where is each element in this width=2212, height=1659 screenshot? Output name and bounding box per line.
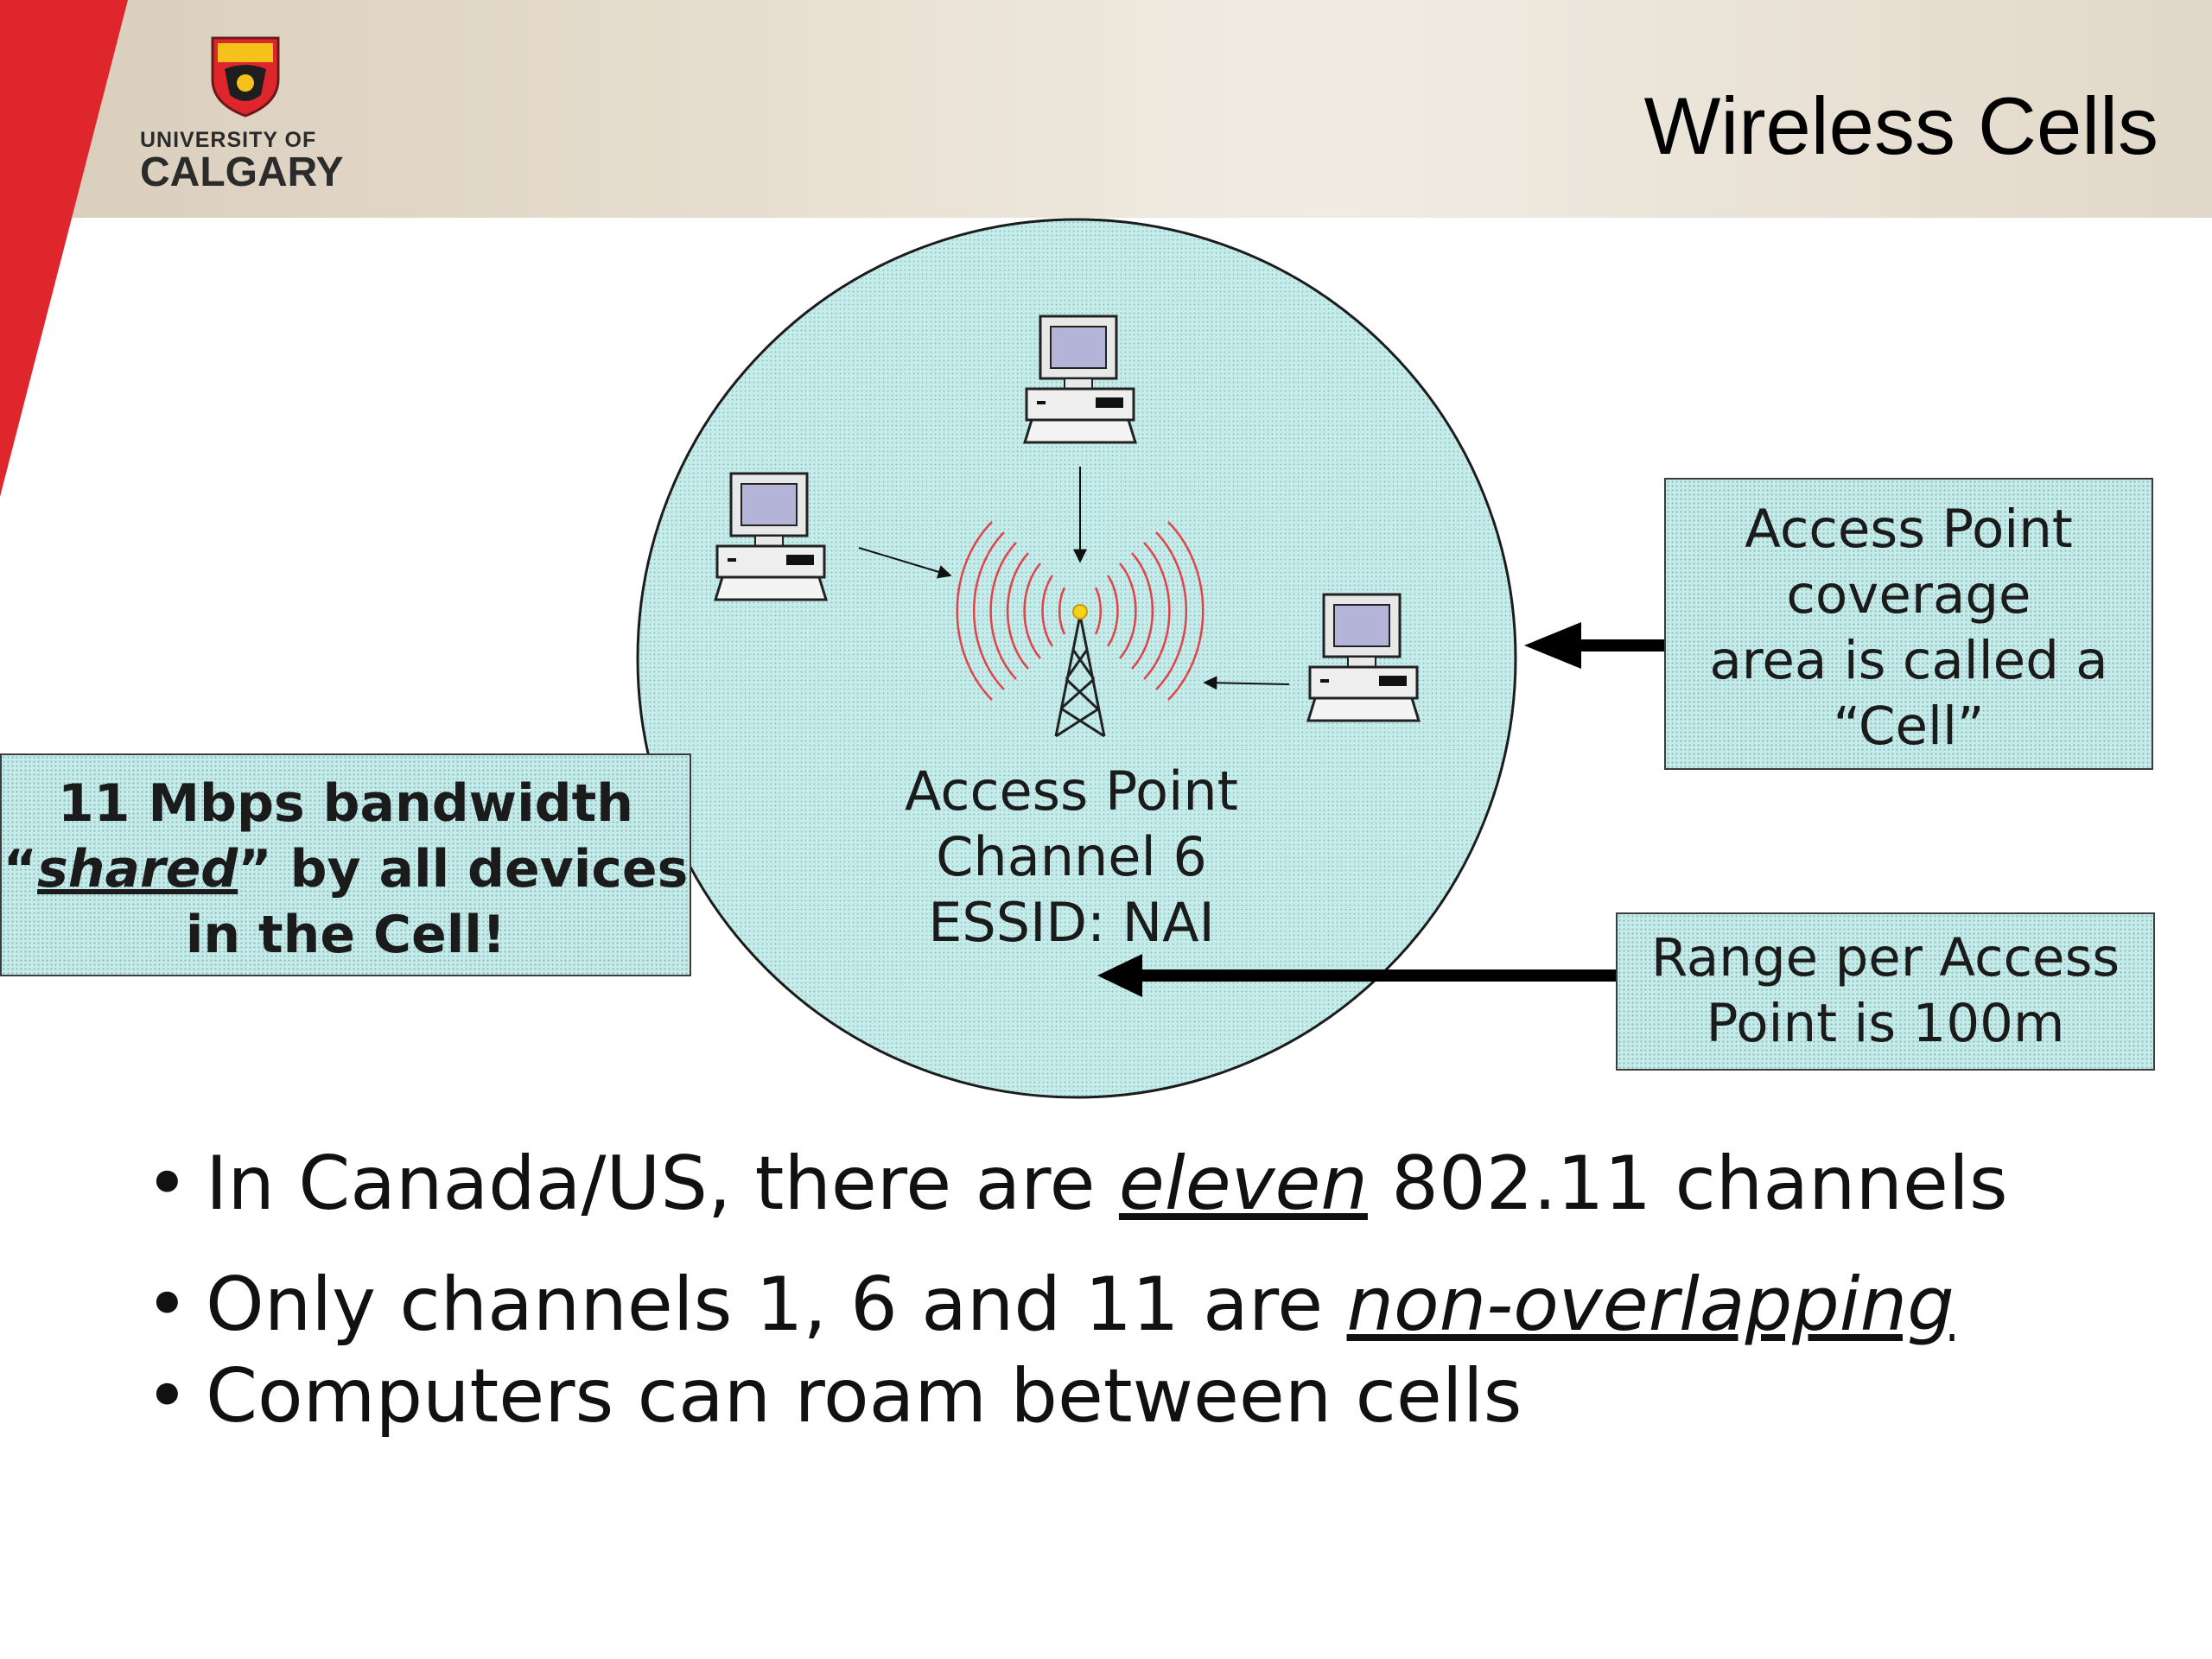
bullet-item: In Canada/US, there are eleven 802.11 ch… <box>145 1141 2008 1227</box>
note-line: Range per Access <box>1650 927 2120 988</box>
note-line: “shared” by all devices <box>2 836 690 902</box>
slide-header <box>0 0 2212 218</box>
computer-icon <box>1306 593 1421 722</box>
note-line: coverage <box>1786 564 2031 626</box>
bullet-text: Only channels 1, 6 and 11 are <box>206 1262 1347 1348</box>
university-name-big: CALGARY <box>140 149 344 195</box>
bandwidth-note: 11 Mbps bandwidth “shared” by all device… <box>0 753 691 976</box>
radio-waves-icon <box>956 521 1205 701</box>
slide-title: Wireless Cells <box>1643 80 2158 171</box>
note-line: “Cell” <box>1833 696 1985 757</box>
signal-arrow <box>1203 676 1290 690</box>
range-pointer-arrow <box>1097 954 1618 997</box>
ap-label-line: Access Point <box>905 760 1238 823</box>
note-line: area is called a <box>1709 630 2108 691</box>
computer-icon <box>1022 315 1138 444</box>
computer-icon <box>713 472 829 601</box>
cell-pointer-arrow <box>1524 622 1666 669</box>
access-point-label: Access Point Channel 6 ESSID: NAI <box>864 759 1279 956</box>
shared-emphasis: shared <box>37 839 238 899</box>
cell-definition-note: Access Point coverage area is called a “… <box>1664 478 2153 770</box>
ap-label-line: ESSID: NAI <box>928 891 1215 954</box>
note-line: Point is 100m <box>1706 993 2065 1054</box>
bullet-item: Only channels 1, 6 and 11 are non-overla… <box>145 1262 1955 1348</box>
quote-open: “ <box>3 839 38 899</box>
bullet-text: In Canada/US, there are <box>206 1141 1119 1227</box>
note-text: ” by all devices <box>238 839 689 899</box>
crest-icon <box>211 36 280 118</box>
note-line: in the Cell! <box>185 905 506 965</box>
emphasis-text: non-overlapping <box>1346 1262 1955 1348</box>
signal-arrow <box>858 547 952 579</box>
note-line: Access Point <box>1745 499 2073 560</box>
bullet-item: Computers can roam between cells <box>145 1353 1522 1440</box>
bullet-text: 802.11 channels <box>1367 1141 2008 1227</box>
access-point-tower-icon <box>1054 604 1106 738</box>
ap-label-line: Channel 6 <box>936 825 1207 888</box>
range-note: Range per Access Point is 100m <box>1616 912 2155 1071</box>
cell-coverage-area <box>636 218 1517 1099</box>
bullet-text: Computers can roam between cells <box>206 1353 1522 1440</box>
emphasis-text: eleven <box>1118 1141 1368 1227</box>
university-name-small: UNIVERSITY OF <box>140 128 317 152</box>
note-line: 11 Mbps bandwidth <box>57 773 634 834</box>
